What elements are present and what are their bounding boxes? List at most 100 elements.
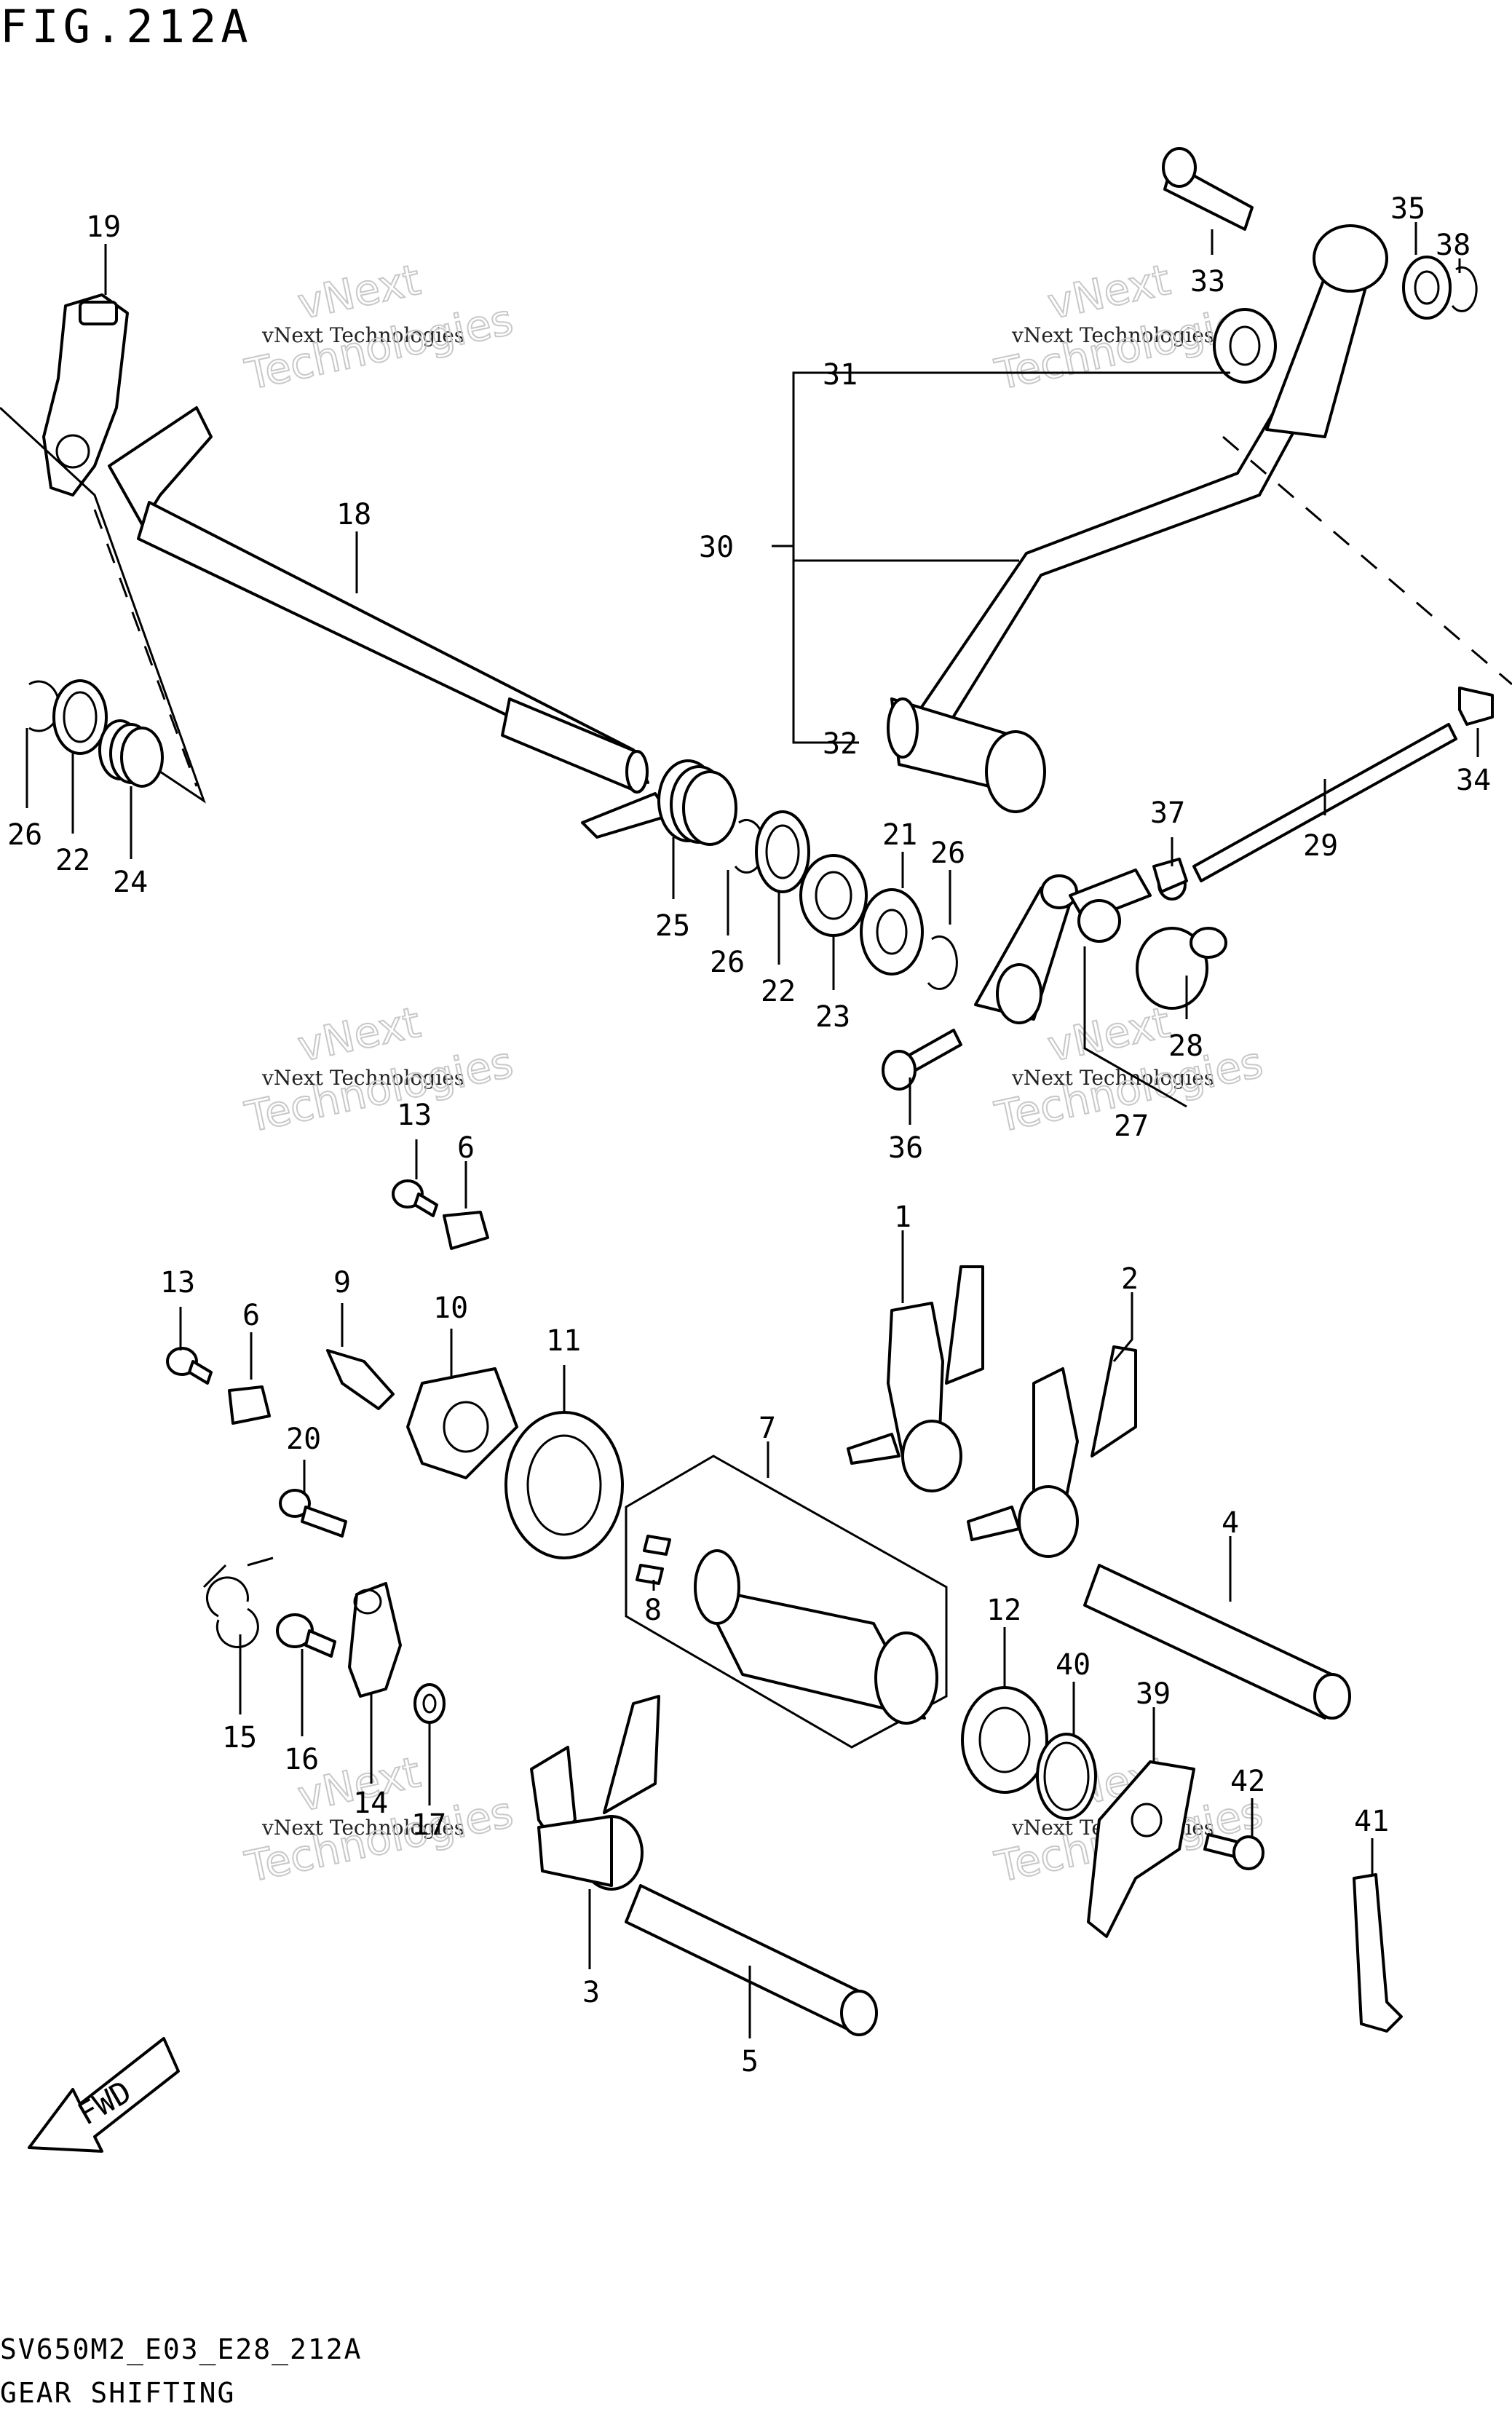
part-22-washer-left — [52, 679, 108, 755]
callout-2: 2 — [1121, 1262, 1139, 1296]
callout-15: 15 — [222, 1721, 257, 1755]
figure-code: SV650M2_E03_E28_212A — [0, 2333, 363, 2366]
part-31-pivot-bushing — [1213, 308, 1277, 384]
part-2-shift-fork — [967, 1345, 1137, 1558]
part-9-pin — [326, 1349, 395, 1410]
part-17-washer — [413, 1683, 446, 1724]
part-6-stopper-lower — [228, 1385, 271, 1425]
part-5-fork-shaft — [625, 1884, 878, 2036]
part-1-shift-fork — [847, 1265, 984, 1492]
part-21-washer — [860, 888, 924, 976]
part-20-bolt — [279, 1489, 347, 1538]
svg-text:vNext Technologies: vNext Technologies — [1011, 1066, 1214, 1090]
callout-21: 21 — [882, 818, 917, 852]
callout-40: 40 — [1056, 1648, 1091, 1682]
part-19-plate — [42, 293, 129, 497]
callout-10: 10 — [433, 1291, 468, 1325]
callout-26-right: 26 — [930, 836, 965, 870]
callout-35: 35 — [1390, 192, 1425, 226]
part-12-bearing — [961, 1686, 1048, 1794]
callout-25: 25 — [655, 909, 690, 943]
part-27-link-arm — [974, 869, 1152, 1024]
callout-22-left: 22 — [55, 844, 90, 877]
part-7-cam-drum — [625, 1455, 948, 1749]
figure-caption: GEAR SHIFTING — [0, 2377, 235, 2409]
part-16-bolt — [276, 1613, 336, 1658]
part-15-spring — [202, 1556, 274, 1648]
callout-6-lower: 6 — [242, 1299, 260, 1332]
svg-text:vNext Technologies: vNext Technologies — [1011, 323, 1214, 347]
callout-27: 27 — [1114, 1109, 1149, 1143]
fwd-arrow: FWD — [28, 2037, 180, 2153]
callout-36: 36 — [888, 1131, 923, 1165]
part-42-screw — [1203, 1833, 1264, 1870]
part-3-shift-fork — [530, 1695, 660, 1891]
callout-1: 1 — [894, 1200, 911, 1234]
callout-30: 30 — [699, 531, 734, 564]
svg-text:vNext Technologies: vNext Technologies — [261, 323, 464, 347]
part-14-stopper-arm — [348, 1582, 402, 1698]
callout-33: 33 — [1190, 265, 1225, 298]
callout-31: 31 — [823, 358, 858, 392]
callout-29: 29 — [1303, 829, 1338, 863]
part-41-clamp — [1353, 1873, 1403, 2033]
callout-16: 16 — [284, 1743, 319, 1776]
part-22-washer-mid — [755, 810, 810, 893]
guide-line-left — [0, 406, 206, 804]
part-18-shift-shaft — [108, 406, 649, 794]
callout-17: 17 — [411, 1808, 446, 1842]
figure-title: FIG.212A — [0, 0, 253, 53]
part-34-nut — [1458, 687, 1494, 726]
watermark-3: vNext Technologies Technologies vNext — [240, 997, 518, 1143]
callout-8: 8 — [644, 1594, 662, 1627]
guide-dash-left — [93, 509, 198, 787]
part-23-oil-seal — [799, 854, 868, 937]
callout-32: 32 — [823, 727, 858, 761]
part-32-footrest-rubber — [887, 697, 1046, 813]
callout-labels: 19 18 26 22 24 25 26 22 23 21 26 37 29 3… — [7, 192, 1491, 2078]
watermark-1: vNext Technologies Technologies vNext — [240, 254, 518, 400]
callout-22-mid: 22 — [761, 975, 796, 1008]
part-13-screw-upper — [392, 1179, 438, 1217]
callout-6-upper: 6 — [457, 1131, 475, 1165]
callout-12: 12 — [986, 1594, 1021, 1627]
callout-14: 14 — [353, 1787, 388, 1820]
svg-text:vNext Technologies: vNext Technologies — [261, 1066, 464, 1090]
part-6-stopper-upper — [443, 1211, 489, 1250]
callout-42: 42 — [1230, 1765, 1265, 1798]
svg-text:vNext Technologies: vNext Technologies — [261, 1816, 464, 1840]
callout-28: 28 — [1168, 1029, 1203, 1063]
callout-39: 39 — [1136, 1677, 1171, 1711]
part-28-rod-end — [1136, 927, 1227, 1010]
part-37-nut — [1152, 858, 1188, 893]
part-8-pins — [636, 1535, 671, 1585]
part-30-shift-lever — [916, 224, 1388, 729]
part-25-return-spring — [581, 759, 737, 846]
part-35-washer — [1402, 256, 1452, 320]
part-13-screw-lower — [166, 1347, 213, 1385]
callout-11: 11 — [546, 1324, 581, 1358]
callout-19: 19 — [86, 210, 121, 244]
part-11-bearing — [504, 1411, 624, 1559]
part-29-shift-rod — [1157, 723, 1457, 901]
callout-5: 5 — [741, 2045, 759, 2078]
part-39-gear-switch — [1087, 1760, 1195, 1938]
part-38-circlip — [1451, 266, 1478, 312]
part-24-spring-left — [98, 719, 164, 788]
part-4-fork-shaft — [1083, 1564, 1351, 1720]
callout-18: 18 — [336, 498, 371, 531]
callout-24: 24 — [113, 866, 148, 899]
callout-13-lower: 13 — [160, 1266, 195, 1300]
callout-3: 3 — [582, 1976, 600, 2009]
part-26-circlip-right — [927, 935, 958, 990]
callout-23: 23 — [815, 1000, 850, 1034]
callout-9: 9 — [333, 1266, 351, 1300]
callout-37: 37 — [1150, 796, 1185, 830]
callout-41: 41 — [1354, 1805, 1389, 1838]
callout-13-upper: 13 — [397, 1099, 432, 1132]
callout-38: 38 — [1436, 229, 1471, 262]
part-36-bolt — [882, 1029, 962, 1091]
leader-lines — [25, 222, 1479, 2038]
callout-26-left: 26 — [7, 818, 42, 852]
